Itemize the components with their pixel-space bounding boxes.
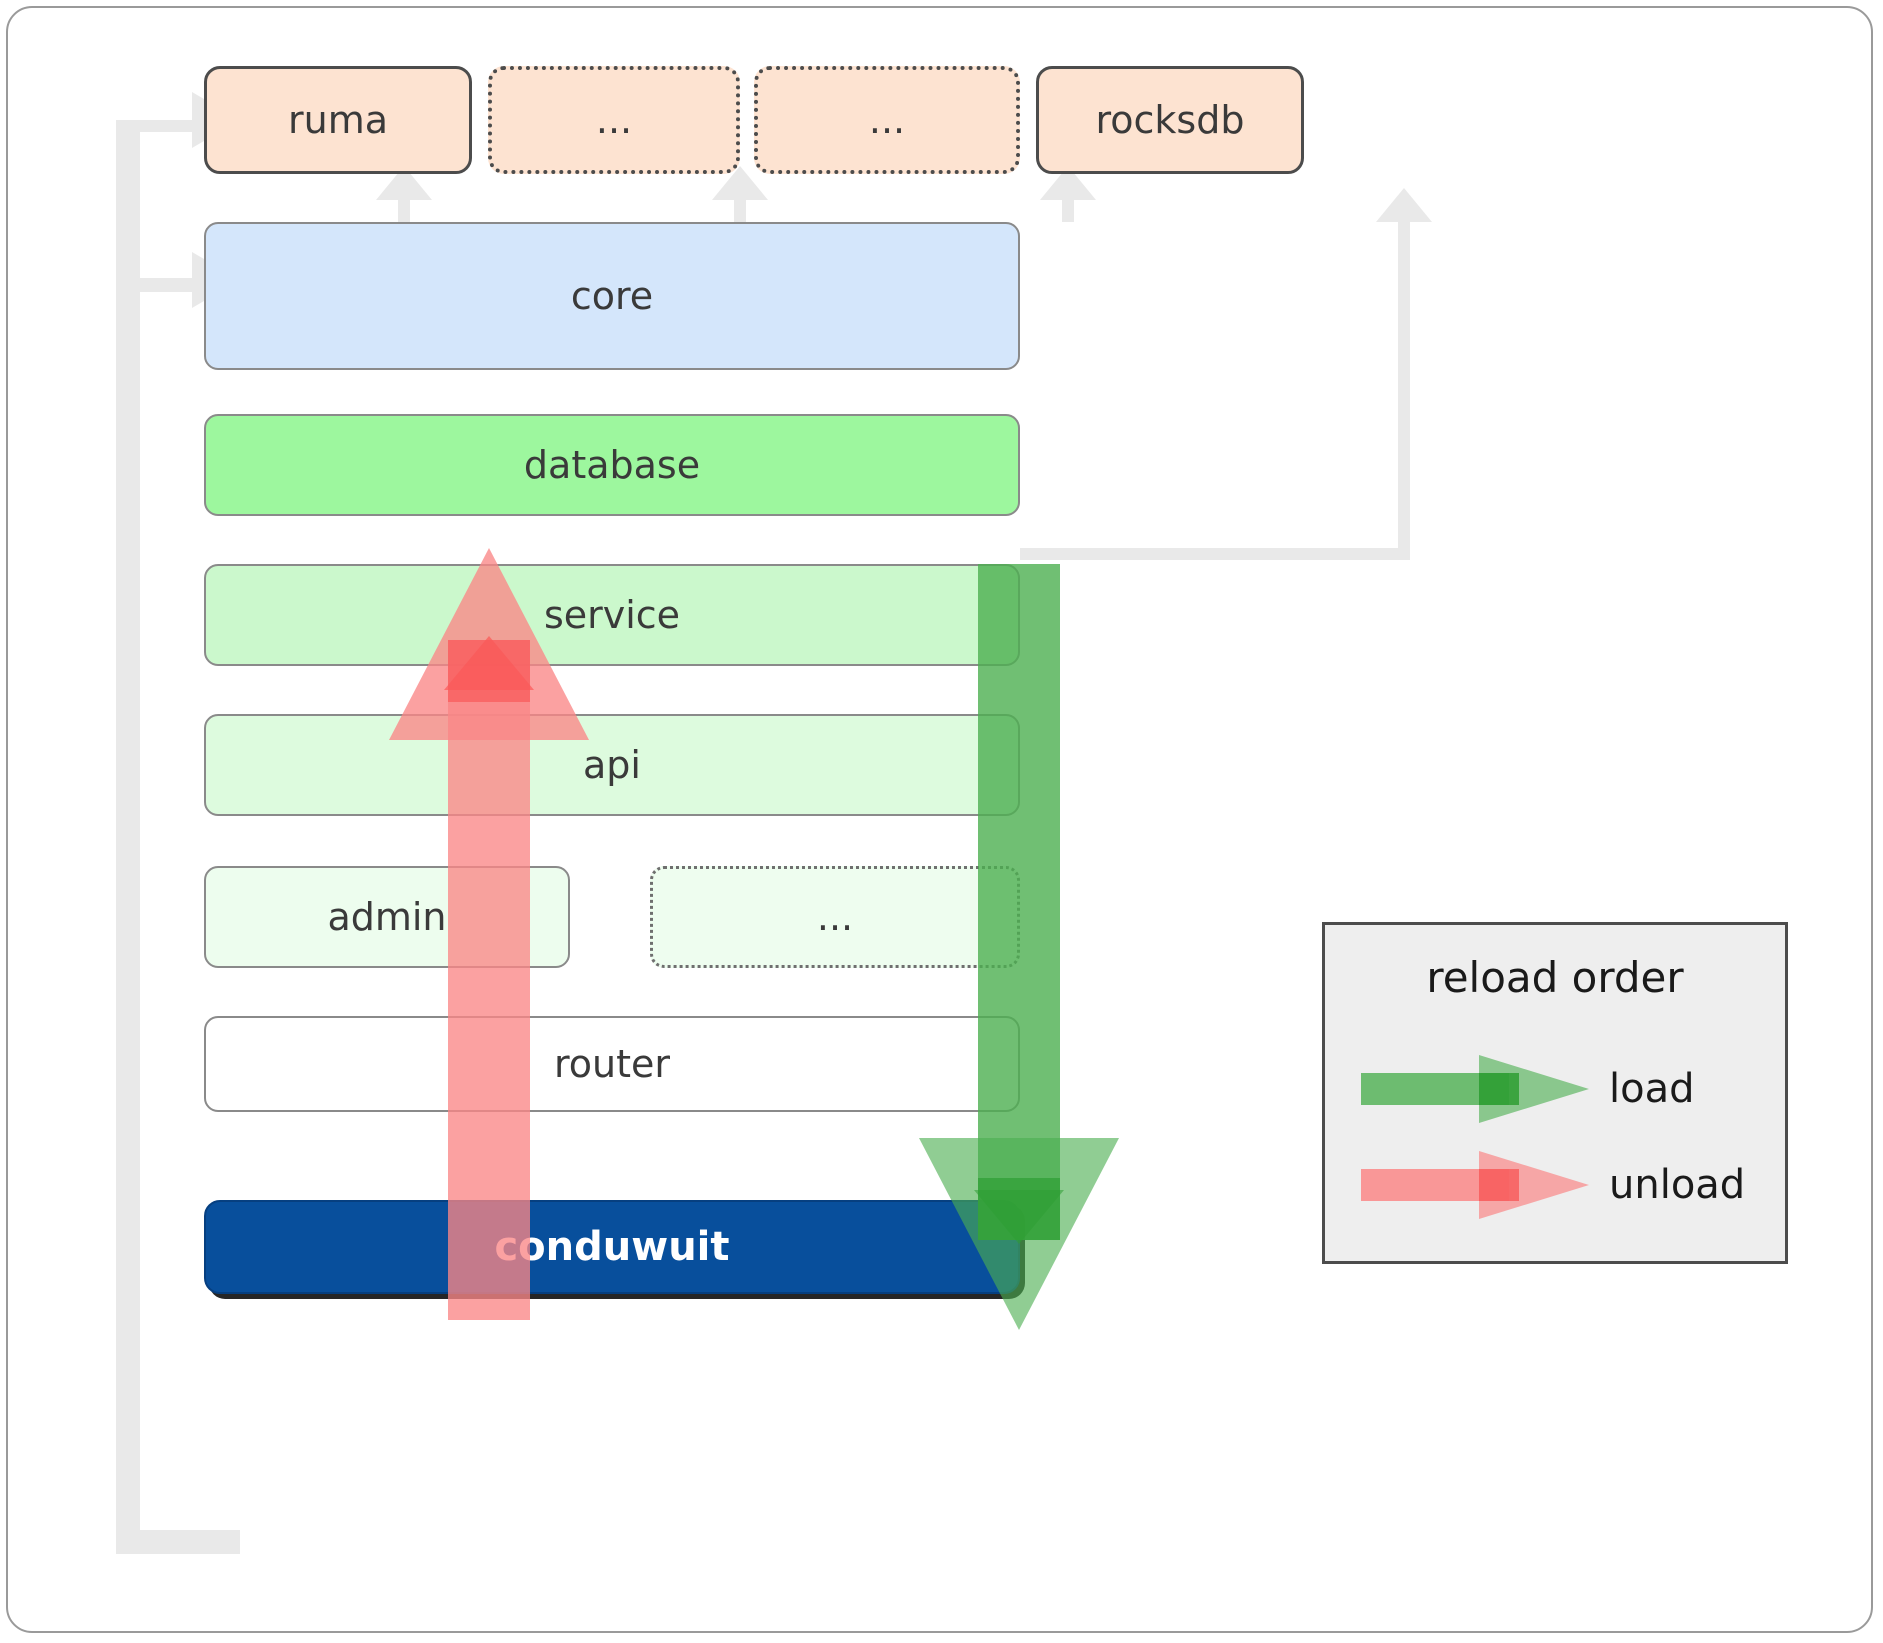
- legend-label-load: load: [1609, 1066, 1695, 1112]
- layer-box-dots[interactable]: ...: [650, 866, 1020, 968]
- legend-row-unload: unload: [1361, 1145, 1761, 1225]
- flow-arrow-unload: [389, 548, 589, 1320]
- flow-arrow-load: [919, 564, 1119, 1330]
- legend-arrow-unload-icon: [1361, 1151, 1589, 1219]
- layer-box-router[interactable]: router: [204, 1016, 1020, 1112]
- legend-panel: reload order load unload: [1322, 922, 1788, 1264]
- legend-row-load: load: [1361, 1049, 1761, 1129]
- connector-core-to-dots1: [712, 166, 768, 222]
- connector-core-to-ruma: [376, 166, 432, 222]
- legend-arrow-load-icon: [1361, 1055, 1589, 1123]
- connector-core-to-dots2: [1040, 166, 1096, 222]
- legend-title: reload order: [1426, 953, 1684, 1002]
- layer-box-api[interactable]: api: [204, 714, 1020, 816]
- dependency-box-dots2[interactable]: ...: [754, 66, 1020, 174]
- connector-left-spine: [116, 120, 240, 1554]
- legend-label-unload: unload: [1609, 1162, 1746, 1208]
- core-box[interactable]: core: [204, 222, 1020, 370]
